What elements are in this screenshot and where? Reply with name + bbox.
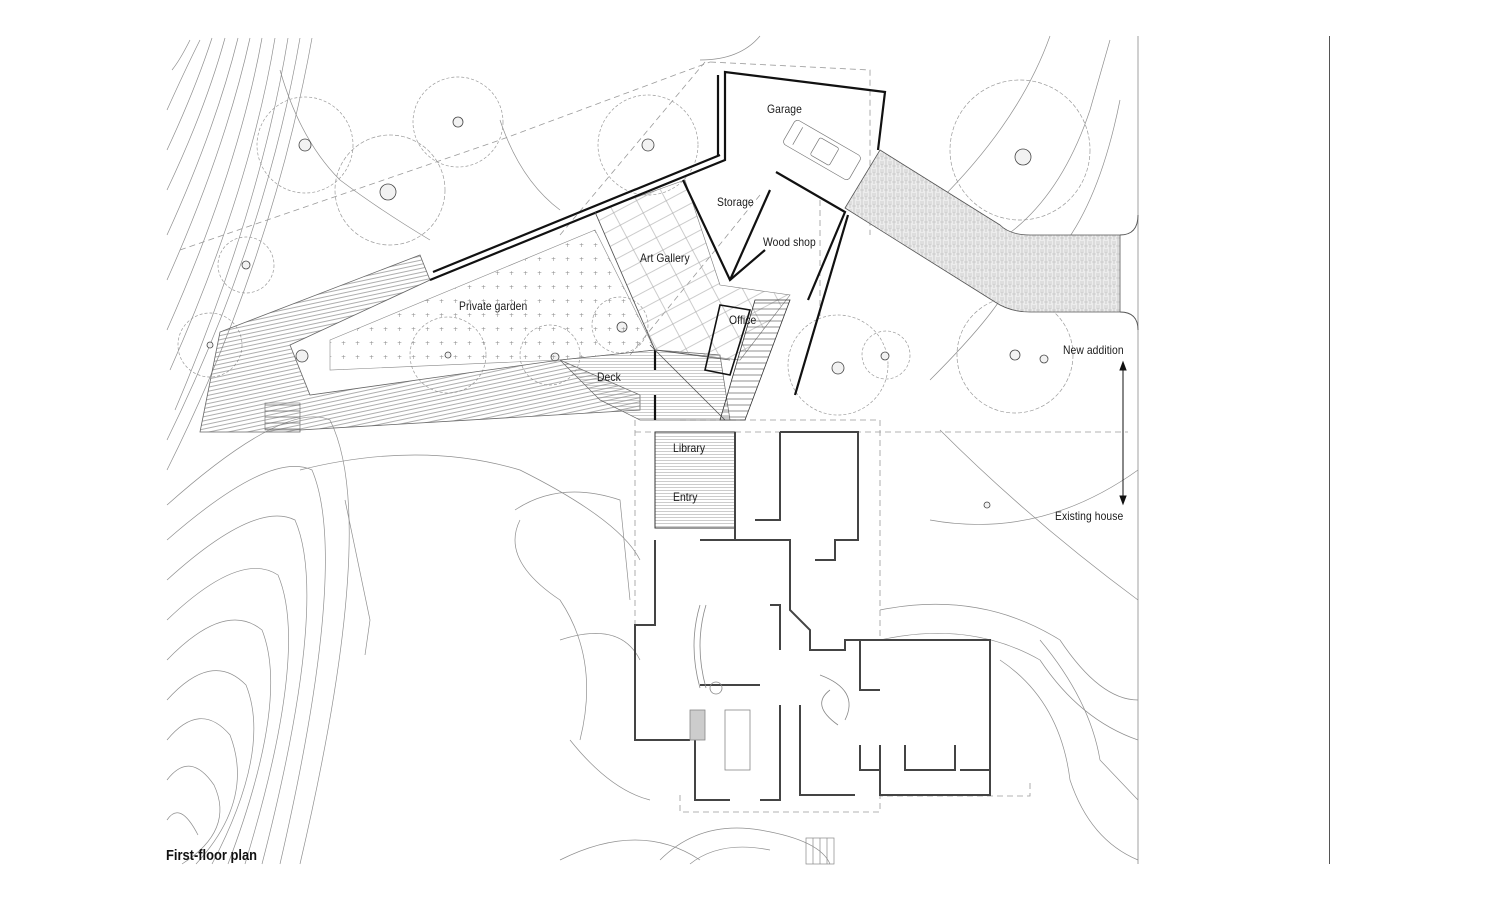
room-label-art-gallery: Art Gallery	[640, 251, 690, 265]
library-entry-floor	[654, 431, 736, 529]
existing-house-details	[689, 604, 850, 771]
division-arrow	[1119, 360, 1127, 506]
room-label-office: Office	[729, 313, 757, 327]
room-label-private-garden: Private garden	[459, 299, 528, 313]
driveway-paving	[844, 149, 1121, 313]
sheet-border-line	[1329, 36, 1330, 864]
room-label-garage: Garage	[767, 102, 802, 116]
contour-lines	[166, 35, 1139, 865]
road-edge	[1119, 214, 1139, 331]
annotation-existing-house: Existing house	[1055, 509, 1124, 523]
room-label-wood-shop: Wood shop	[763, 235, 816, 249]
room-label-library: Library	[673, 441, 706, 455]
exterior-stair	[719, 299, 791, 421]
room-label-entry: Entry	[673, 490, 698, 504]
dashed-lines	[179, 61, 1128, 813]
room-label-storage: Storage	[717, 195, 754, 209]
new-addition-inner	[594, 211, 731, 421]
room-label-deck: Deck	[597, 370, 621, 384]
terrace-walk	[199, 254, 641, 433]
existing-house-walls	[634, 431, 991, 801]
front-steps	[805, 837, 835, 865]
car-icon	[783, 119, 861, 181]
annotation-new-addition: New addition	[1063, 343, 1124, 357]
new-addition-walls	[429, 70, 887, 420]
drawing-caption: First-floor plan	[166, 847, 258, 864]
